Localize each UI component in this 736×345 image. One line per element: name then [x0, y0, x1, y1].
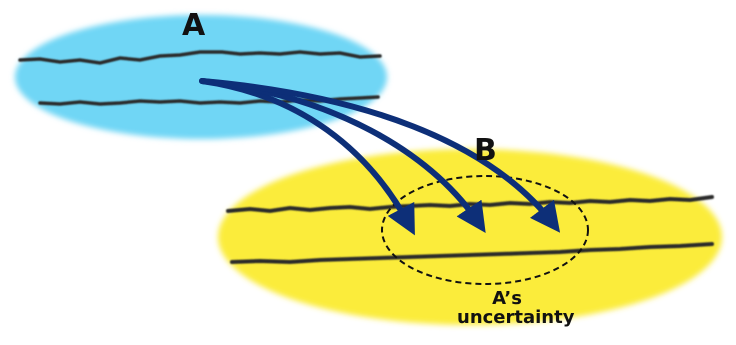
- label-a: A: [182, 8, 206, 43]
- uncertainty-caption: A’s uncertainty: [457, 288, 575, 328]
- line-b-bottom: [230, 242, 714, 265]
- ellipse-b: [218, 149, 722, 325]
- caption-line-1: A’s: [492, 288, 522, 309]
- uncertainty-ellipse: [381, 175, 589, 285]
- caption-line-2: uncertainty: [457, 307, 575, 328]
- line-a-top: [18, 50, 382, 65]
- arrow-3: [199, 78, 561, 233]
- label-b: B: [474, 133, 497, 168]
